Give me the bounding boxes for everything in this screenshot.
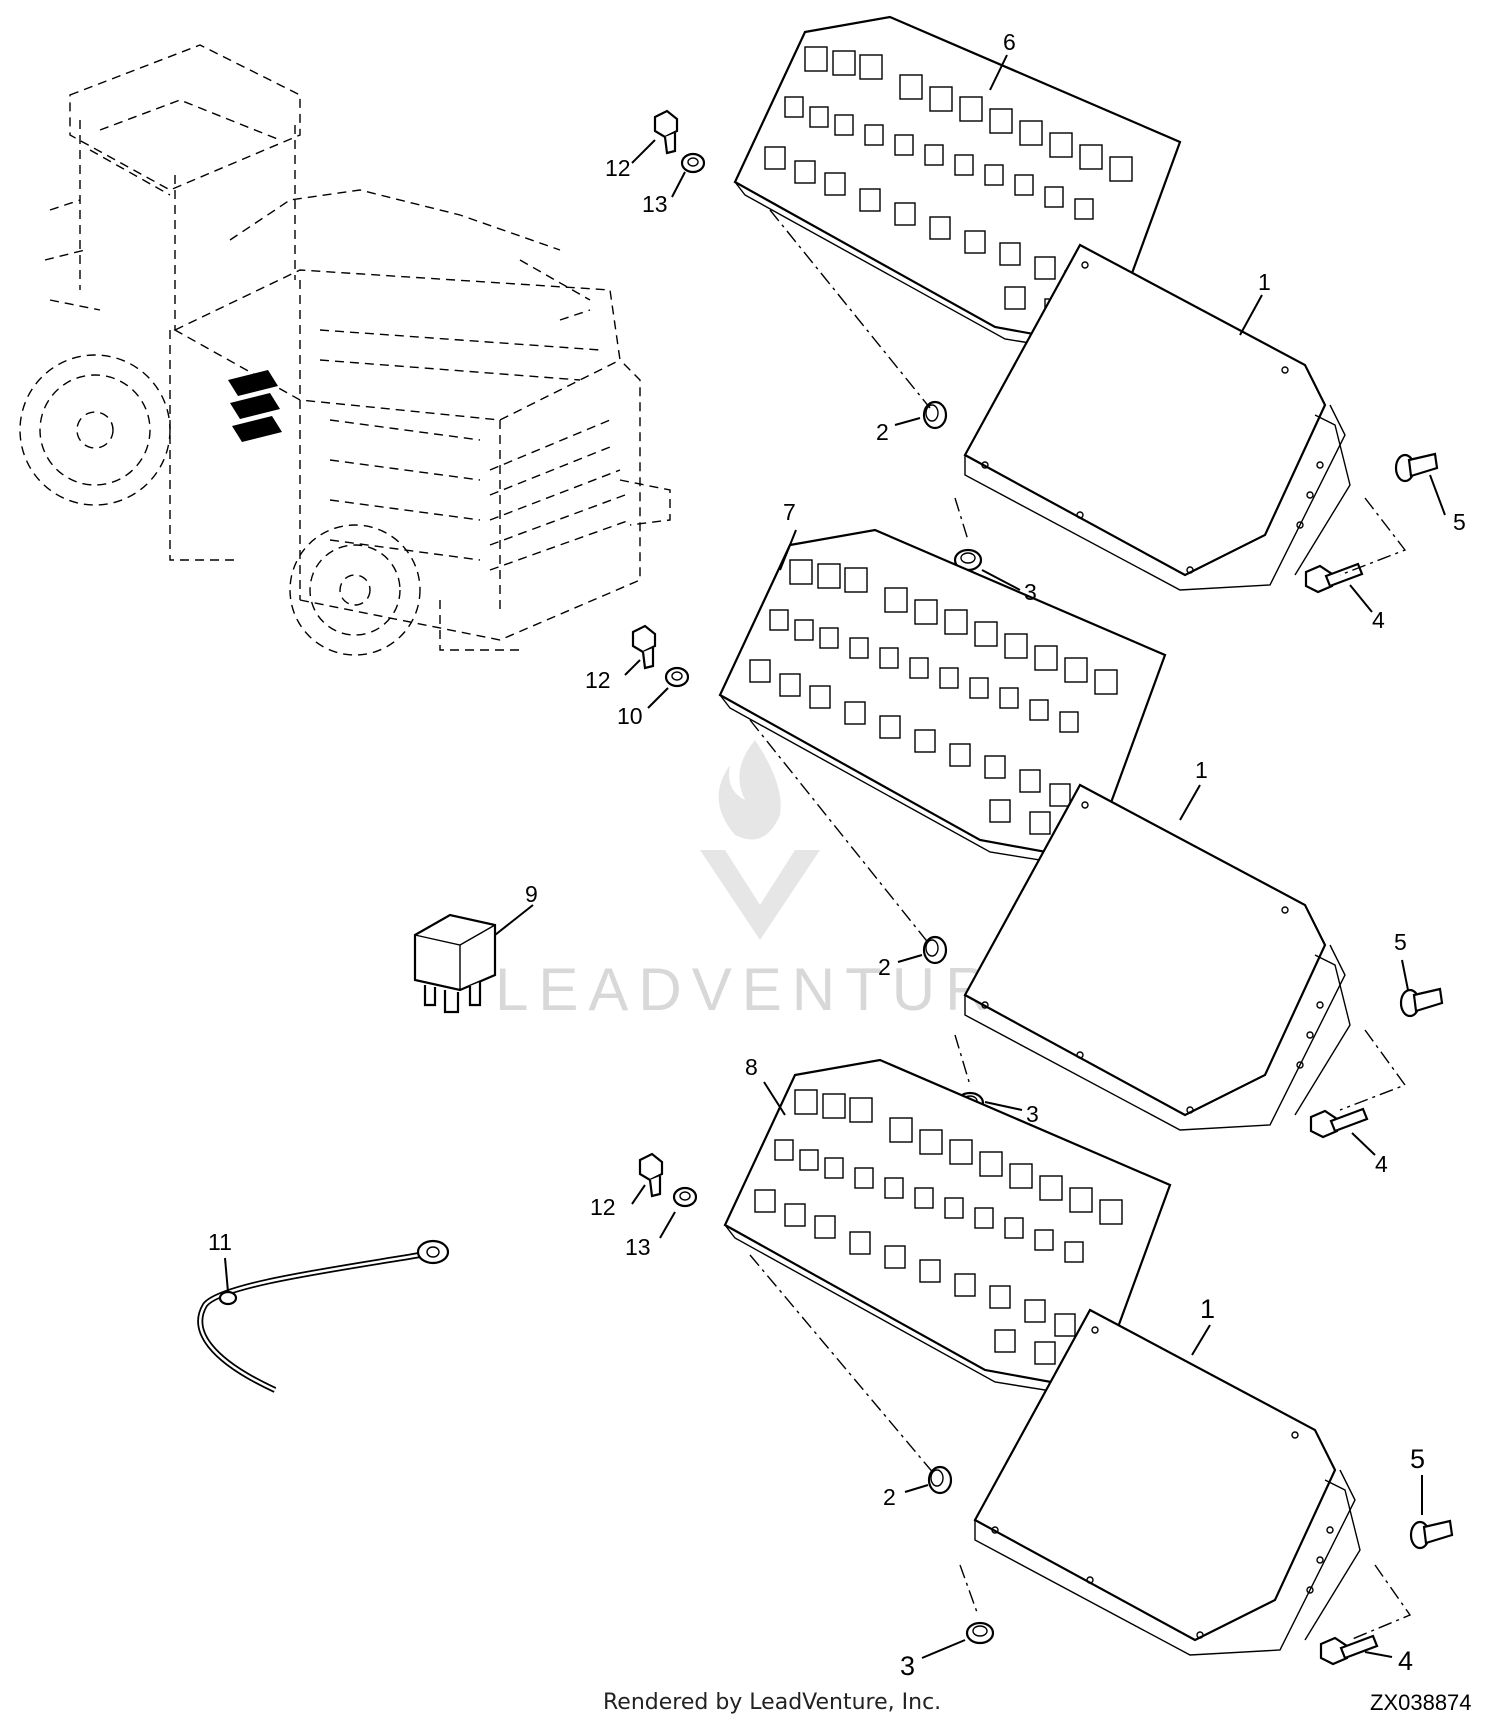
assembly-line [959, 1564, 979, 1616]
pin-5-bottom [1409, 1519, 1454, 1550]
callout-9: 9 [525, 881, 538, 907]
watermark: LEADVENTURE [495, 740, 1048, 1023]
tractor-outline [19, 44, 671, 656]
callout-1: 1 [1258, 269, 1271, 295]
watermark-flame-icon [718, 740, 781, 840]
callout-12: 12 [590, 1194, 616, 1220]
bolt-4-middle [1309, 1107, 1369, 1139]
assembly-line [749, 719, 931, 946]
assembly-line [769, 209, 931, 409]
leader-lines [224, 54, 1446, 1659]
screw-12-bottom [638, 1152, 664, 1198]
assembly-line [749, 1254, 936, 1476]
washer-13-bottom [672, 1186, 698, 1208]
callout-8: 8 [745, 1054, 758, 1080]
callout-5: 5 [1410, 1444, 1425, 1474]
screw-12-middle [631, 624, 657, 670]
callout-3: 3 [1024, 579, 1037, 605]
pin-5-middle [1399, 987, 1444, 1018]
watermark-v-icon [700, 850, 820, 940]
watermark-text: LEADVENTURE [495, 956, 1048, 1023]
callout-2: 2 [878, 954, 891, 980]
callout-4: 4 [1398, 1646, 1413, 1676]
assembly-line [1339, 497, 1407, 576]
callout-6: 6 [1003, 29, 1016, 55]
rendered-by-credit: Rendered by LeadVenture, Inc. [603, 1690, 942, 1715]
callout-1: 1 [1200, 1294, 1215, 1324]
bolt-4-top [1304, 562, 1364, 594]
washer-10 [664, 666, 690, 688]
washer-13-top [680, 152, 706, 174]
callout-1: 1 [1195, 757, 1208, 783]
bolt-4-bottom [1319, 1634, 1379, 1666]
assembly-line [1349, 1564, 1412, 1641]
callout-7: 7 [783, 499, 796, 525]
callout-12: 12 [585, 667, 611, 693]
highlighted-controllers [228, 370, 282, 442]
callout-4: 4 [1372, 607, 1385, 633]
nut-3-bottom [965, 1621, 995, 1645]
callout-2: 2 [876, 419, 889, 445]
callout-3: 3 [900, 1651, 915, 1681]
callout-5: 5 [1394, 929, 1407, 955]
callout-3: 3 [1026, 1101, 1039, 1127]
figure-id: ZX038874 [1370, 1690, 1472, 1715]
callout-11: 11 [208, 1229, 232, 1255]
callout-13: 13 [625, 1234, 651, 1260]
assembly-line [954, 497, 969, 541]
callout-4: 4 [1375, 1151, 1388, 1177]
callout-10: 10 [617, 703, 643, 729]
callout-13: 13 [642, 191, 668, 217]
grommet-2-top [922, 400, 948, 430]
relay-9 [413, 913, 497, 1014]
callouts: 6 1 2 3 4 5 12 13 7 1 2 3 4 5 12 10 8 1 … [208, 29, 1466, 1681]
screw-12-top [653, 109, 679, 155]
assembly-line [954, 1034, 971, 1086]
callout-5: 5 [1453, 509, 1466, 535]
callout-2: 2 [883, 1484, 896, 1510]
assembly-line [1339, 1029, 1407, 1111]
ground-wire-11 [197, 1239, 450, 1393]
callout-12: 12 [605, 155, 631, 181]
